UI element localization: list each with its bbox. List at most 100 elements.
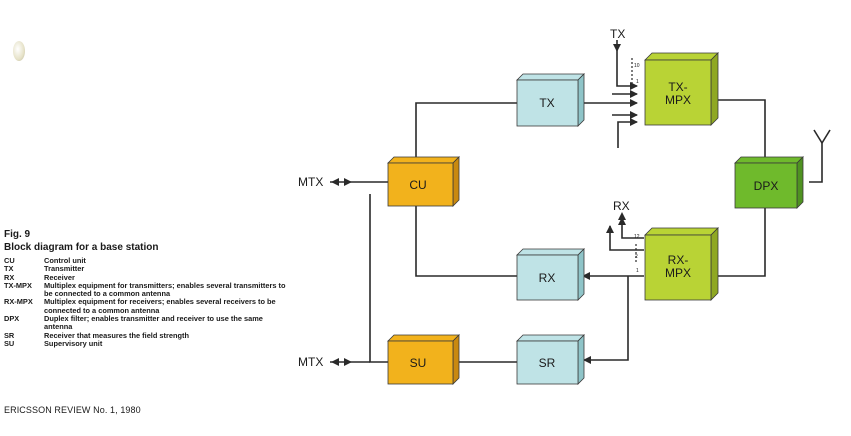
block-su-face: [387, 340, 454, 385]
mtx-bottom-label: MTX: [298, 355, 323, 369]
block-cu-face: [387, 162, 454, 207]
block-txmpx-top: [644, 52, 719, 61]
block-dpx-face: [734, 162, 798, 209]
connections: [330, 40, 823, 364]
arrow-rx-out: [618, 212, 626, 220]
block-dpx: DPX: [734, 156, 804, 209]
block-rxmpx: RX- MPX: [644, 227, 719, 301]
block-su-label: SU: [410, 356, 427, 370]
page-footer: ERICSSON REVIEW No. 1, 1980: [4, 405, 141, 415]
block-rx-label: RX: [539, 271, 556, 285]
block-cu: CU: [387, 156, 460, 207]
block-dpx-label: DPX: [754, 179, 779, 193]
port-rxmpx-top: 12: [634, 234, 640, 240]
mtx-arrows: [331, 178, 352, 366]
block-rx-top: [516, 248, 585, 256]
block-cu-label: CU: [409, 178, 426, 192]
mtx-top-label: MTX: [298, 175, 323, 189]
legend-abbr: RX: [4, 272, 15, 282]
arrow-mtx-bottom-out: [344, 358, 352, 366]
block-su-side: [452, 334, 460, 385]
block-rx: RX: [516, 248, 585, 301]
line-rxmpx-out-top: [618, 217, 644, 239]
figure-number: Fig. 9: [4, 229, 31, 240]
legend-abbr: RX-MPX: [4, 297, 33, 307]
line-dpx-to-rxmpx: [711, 206, 766, 277]
block-rx-side: [577, 248, 585, 301]
line-txmpx-to-dpx: [711, 99, 766, 160]
line-rxmpx-to-sr: [583, 276, 629, 364]
figure-title: Block diagram for a base station: [4, 242, 159, 253]
line-txmpx-input-top: [616, 40, 638, 90]
block-tx-side: [577, 73, 585, 127]
arrow-mtx-top-out: [344, 178, 352, 186]
legend-description: Receiver that measures the field strengt…: [44, 330, 189, 340]
legend-row: SU Supervisory unit: [4, 338, 290, 348]
block-sr-label: SR: [539, 356, 556, 370]
block-tx-label: TX: [539, 96, 554, 110]
legend-abbr: CU: [4, 256, 15, 265]
block-rxmpx-face: [644, 234, 712, 301]
legend-row: RX Receiver: [4, 272, 290, 282]
legend-abbr: SR: [4, 330, 15, 340]
legend-abbr: TX-MPX: [4, 280, 32, 290]
block-sr-face: [516, 340, 579, 385]
line-txmpx-input-bottom: [617, 118, 638, 148]
figure-caption: Fig. 9 Block diagram for a base station …: [4, 229, 290, 348]
legend-abbr: SU: [4, 338, 15, 348]
legend-abbr: DPX: [4, 314, 20, 324]
legend-row: CU Control unit: [4, 256, 290, 265]
legend-description: Multiplex equipment for transmitters; en…: [44, 280, 286, 299]
legend-description: Multiplex equipment for receivers; enabl…: [44, 297, 276, 315]
legend-description: Receiver: [44, 272, 75, 282]
block-cu-top: [387, 156, 460, 164]
line-rx-to-cu: [415, 206, 517, 277]
block-tx-top: [516, 73, 585, 81]
block-tx-face: [516, 79, 579, 127]
port-rxmpx-bottom: 1: [636, 268, 639, 274]
line-rxmpx-out-left: [606, 225, 644, 251]
legend-row: DPX Duplex filter; enables transmitter an…: [4, 315, 290, 332]
block-txmpx-label-line2: MPX: [665, 93, 691, 107]
legend-row: TX-MPX Multiplex equipment for transmitte…: [4, 280, 290, 299]
block-sr-side: [577, 334, 585, 385]
block-rx-face: [516, 254, 579, 301]
port-txmpx-top: 10: [634, 63, 640, 69]
arrow-mtx-bottom-in: [331, 358, 339, 366]
block-txmpx-side: [710, 52, 719, 126]
port-rxmpx-mid: 2: [635, 254, 638, 260]
block-dpx-top: [734, 156, 804, 164]
legend-description: Supervisory unit: [44, 338, 103, 348]
block-txmpx-label-line1: TX-: [668, 80, 687, 94]
legend-description: Control unit: [44, 256, 86, 265]
block-tx: TX: [516, 73, 585, 127]
block-rxmpx-label-line1: RX-: [668, 253, 689, 267]
legend-row: TX Transmitter: [4, 264, 290, 274]
antenna-icon: [813, 129, 831, 144]
tx-input-label: TX: [610, 27, 625, 41]
block-txmpx: TX- MPX: [644, 52, 719, 126]
legend-description: Transmitter: [44, 264, 85, 274]
legend-row: RX-MPX Multiplex equipment for receivers;…: [4, 298, 290, 315]
line-cu-to-tx: [415, 102, 517, 158]
rx-output-label: RX: [613, 199, 630, 213]
block-rxmpx-side: [710, 227, 719, 301]
block-sr-top: [516, 334, 585, 342]
block-dpx-side: [796, 156, 804, 209]
arrow-mtx-top-in: [331, 178, 339, 186]
legend-abbr: TX: [4, 264, 14, 274]
line-cu-to-su: [369, 194, 388, 363]
block-su-top: [387, 334, 460, 342]
block-rxmpx-label-line2: MPX: [665, 266, 691, 280]
port-txmpx-bottom: 1: [636, 79, 639, 85]
block-txmpx-face: [644, 59, 712, 126]
block-sr: SR: [516, 334, 585, 385]
block-rxmpx-top: [644, 227, 719, 236]
legend-description: Duplex filter; enables transmitter and r…: [44, 314, 263, 332]
legend-row: SR Receiver that measures the field stren…: [4, 330, 290, 340]
block-cu-side: [452, 156, 460, 207]
line-dpx-to-antenna: [809, 142, 823, 183]
arrow-tx-in: [613, 44, 621, 52]
